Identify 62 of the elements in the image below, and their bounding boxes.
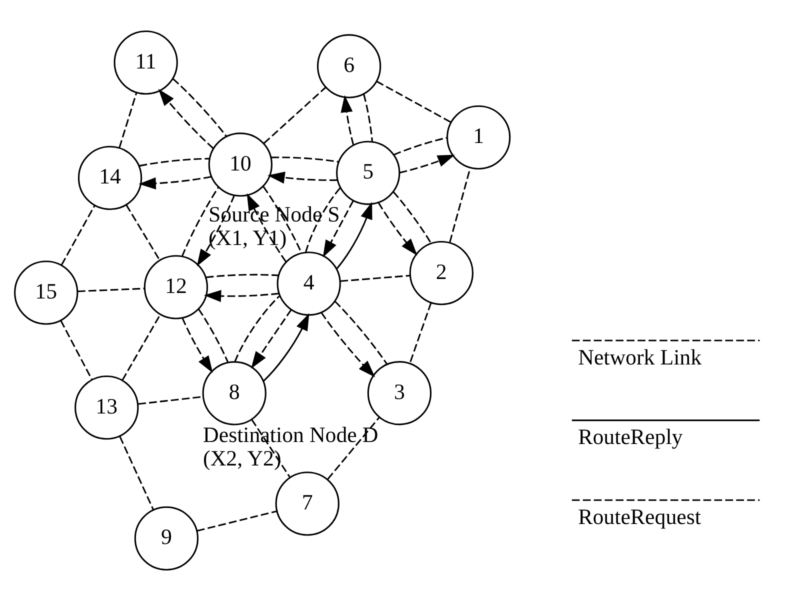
connector <box>304 186 342 252</box>
legend-label: RouteReply <box>578 424 683 449</box>
connector <box>139 157 210 166</box>
connector <box>334 300 388 364</box>
connector <box>409 302 432 364</box>
connector <box>392 190 432 243</box>
connector <box>271 156 339 162</box>
connector <box>181 186 219 256</box>
connector <box>327 416 380 480</box>
arrow <box>251 308 292 368</box>
arrow <box>320 312 376 377</box>
arrow <box>268 171 338 184</box>
node-circle: 7 <box>275 471 340 536</box>
node-circle: 12 <box>144 254 208 319</box>
arrow <box>196 194 236 266</box>
arrow <box>336 201 372 269</box>
arrow <box>399 154 455 173</box>
node-circle: 15 <box>14 260 78 324</box>
node-circle: 4 <box>276 251 341 316</box>
connector <box>363 94 374 142</box>
node-circle: 5 <box>336 140 400 204</box>
connector <box>340 274 410 282</box>
node-circle: 11 <box>114 30 178 94</box>
connector <box>122 314 161 380</box>
node-circle: 9 <box>134 506 199 570</box>
connector <box>376 80 452 123</box>
connector <box>119 436 154 510</box>
connector <box>206 273 279 278</box>
arrow <box>246 192 287 262</box>
connector <box>234 295 280 362</box>
connector <box>393 136 448 156</box>
node-circle: 8 <box>202 360 266 425</box>
arrow <box>204 290 280 302</box>
connector <box>262 186 302 253</box>
connector <box>198 308 229 362</box>
node-circle: 13 <box>74 375 139 440</box>
node-circle: 10 <box>208 132 272 196</box>
connector <box>78 287 144 292</box>
connector <box>60 204 96 265</box>
connector <box>126 204 160 260</box>
node-circle: 1 <box>446 104 511 169</box>
connector <box>263 86 326 144</box>
legend-label: RouteRequest <box>578 503 701 528</box>
connector <box>118 92 138 148</box>
connector <box>196 510 278 532</box>
arrow <box>322 200 354 257</box>
node-circle: 6 <box>316 34 382 98</box>
connector <box>60 320 93 380</box>
arrow <box>340 94 354 145</box>
arrow <box>158 88 214 149</box>
connector <box>138 395 204 404</box>
legend-label: Network Link <box>578 344 702 369</box>
node-circle: 2 <box>409 240 474 305</box>
node-circle: 3 <box>367 360 432 425</box>
node-circle: 14 <box>78 145 142 210</box>
arrow <box>378 202 418 256</box>
connector <box>449 166 472 242</box>
connector <box>251 418 290 477</box>
arrow <box>262 312 310 382</box>
connector <box>172 78 228 136</box>
arrow <box>138 175 212 189</box>
arrow <box>182 317 213 373</box>
